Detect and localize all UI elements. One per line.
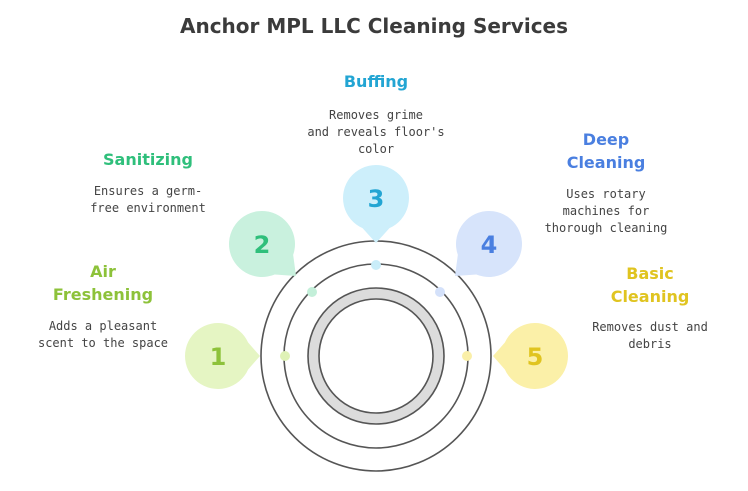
- step-description-line: and reveals floor's: [307, 125, 445, 139]
- step-title-line: Buffing: [343, 72, 409, 91]
- step-connector-dot-4: [435, 287, 445, 297]
- step-number-4: 4: [481, 231, 498, 259]
- step-description-line: debris: [628, 337, 672, 351]
- step-title-line: Freshening: [52, 285, 154, 304]
- step-title-line: Basic: [626, 264, 674, 283]
- step-description-1: Adds a pleasant scent to the space: [3, 318, 203, 352]
- step-connector-dot-1: [280, 351, 290, 361]
- step-description-5: Removes dust and debris: [550, 319, 748, 353]
- step-description-line: color: [357, 142, 395, 156]
- step-title-2: Sanitizing: [48, 148, 248, 171]
- step-bubble-2: [228, 211, 296, 278]
- step-description-line: machines for: [562, 204, 650, 218]
- step-title-line: Air: [90, 262, 116, 281]
- step-description-line: Uses rotary: [566, 187, 646, 201]
- step-title-3: Buffing: [276, 70, 476, 93]
- step-bubble-4: [455, 211, 522, 278]
- step-description-4: Uses rotary machines for thorough cleaning: [506, 186, 706, 237]
- step-bubble-1: [185, 323, 260, 390]
- step-connector-dot-3: [371, 260, 381, 270]
- step-description-line: free environment: [90, 201, 206, 215]
- step-description-line: thorough cleaning: [544, 221, 668, 235]
- step-description-3: Removes grime and reveals floor's color: [276, 107, 476, 158]
- step-number-3: 3: [368, 185, 385, 213]
- center-disc: [318, 298, 434, 414]
- step-description-line: Removes grime: [329, 108, 423, 122]
- step-bubble-5: [493, 323, 568, 390]
- page-title: Anchor MPL LLC Cleaning Services: [179, 14, 569, 38]
- step-title-line: Sanitizing: [103, 150, 193, 169]
- step-description-line: Adds a pleasant: [48, 319, 158, 333]
- step-connector-dot-2: [307, 287, 317, 297]
- step-title-line: Cleaning: [610, 287, 690, 306]
- step-number-5: 5: [527, 343, 544, 371]
- step-connector-dot-5: [462, 351, 472, 361]
- step-description-line: Removes dust and: [592, 320, 708, 334]
- step-description-2: Ensures a germ-free environment: [48, 183, 248, 217]
- step-number-1: 1: [210, 343, 227, 371]
- step-number-2: 2: [254, 231, 271, 259]
- step-description-line: scent to the space: [37, 336, 169, 350]
- step-description-line: Ensures a germ-: [93, 184, 203, 198]
- step-bubble-3: [343, 165, 410, 243]
- step-title-line: Deep: [582, 130, 630, 149]
- step-title-line: Cleaning: [566, 153, 646, 172]
